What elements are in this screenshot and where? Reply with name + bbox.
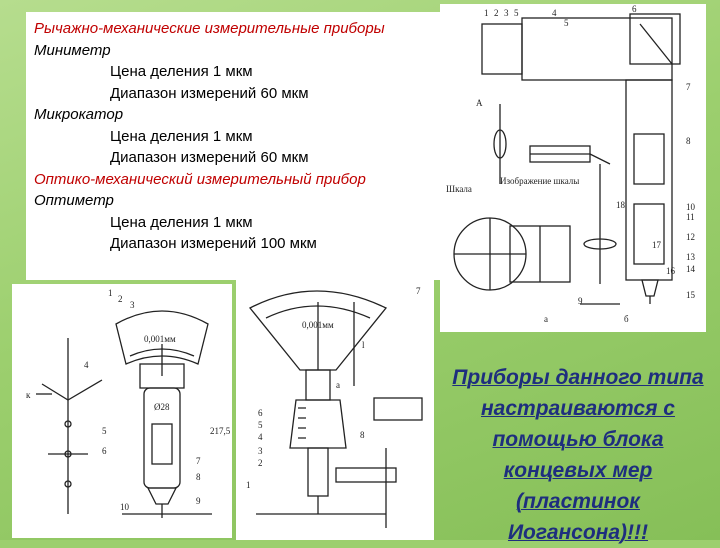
optimeter-callout-label: 13 (686, 252, 696, 262)
section-heading: Рычажно-механические измерительные прибо… (34, 20, 385, 37)
optimeter-callout-label: 11 (686, 212, 695, 222)
minimeter-callout-label: 3 (130, 300, 135, 310)
device-name: Оптиметр (34, 192, 114, 209)
spec-line: Диапазон измерений 100 мкм (110, 235, 317, 252)
microkator-callout-label: 0,001мм (302, 320, 334, 330)
microkator-callout-label: 6 (258, 408, 263, 418)
minimeter-callout-label: 7 (196, 456, 201, 466)
microkator-callout-label: l (362, 340, 365, 350)
optimeter-callout-label: 3 (504, 8, 509, 18)
microkator-callout-label: 7 (416, 286, 421, 296)
minimeter-callout-label: 1 (108, 288, 113, 298)
optimeter-callout-label: А (476, 98, 483, 108)
minimeter-callout-label: 217,5 (210, 426, 231, 436)
optimeter-callout-label: 5 (564, 18, 569, 28)
minimeter-callout-label: 2 (118, 294, 123, 304)
microkator-callout-label: 3 (258, 446, 263, 456)
section-heading: Оптико-механический измерительный прибор (34, 170, 366, 188)
spec-line: Цена деления 1 мкм (110, 127, 253, 145)
minimeter-callout-label: 5 (102, 426, 107, 436)
optimeter-callout-label: 7 (686, 82, 691, 92)
spec-line: Цена деления 1 мкм (110, 63, 253, 80)
optimeter-callout-label: Изображение шкалы (500, 176, 579, 186)
minimeter-callout-label: 8 (196, 472, 201, 482)
minimeter-callout-label: 4 (84, 360, 89, 370)
microkator-callout-label: 8 (360, 430, 365, 440)
optimeter-callout-label: 8 (686, 136, 691, 146)
optimeter-callout-label: 5 (514, 8, 519, 18)
minimeter-callout-label: Ø28 (154, 402, 170, 412)
spec-line: Цена деления 1 мкм (110, 213, 253, 231)
optimeter-callout-label: 4 (552, 8, 557, 18)
minimeter-callout-label: 0,001мм (144, 334, 176, 344)
optimeter-callout-label: 6 (632, 4, 637, 14)
microkator-callout-label: 2 (258, 458, 263, 468)
microkator-callout-label: 5 (258, 420, 263, 430)
minimeter-callout-label: 9 (196, 496, 201, 506)
minimeter-callout-label: 10 (120, 502, 130, 512)
optimeter-callout-label: Шкала (446, 184, 472, 194)
optimeter-callout-label: 10 (686, 202, 696, 212)
microkator-callout-label: 1 (246, 480, 251, 490)
spec-line: Диапазон измерений 60 мкм (110, 84, 309, 102)
optimeter-callout-label: 17 (652, 240, 662, 250)
optimeter-callout-label: 15 (686, 290, 696, 300)
optimeter-callout-label: 9 (578, 296, 583, 306)
microkator-callout-label: 4 (258, 432, 263, 442)
microkator-diagram: 1 2 3 4 5 6 7 8 0,001мм а l (236, 278, 434, 540)
microkator-drawing: 1 2 3 4 5 6 7 8 0,001мм а l (246, 286, 423, 528)
device-name: Миниметр (34, 41, 111, 59)
device-specs-text: Рычажно-механические измерительные прибо… (26, 12, 446, 280)
optimeter-callout-label: а (544, 314, 548, 324)
optimeter-callout-label: 16 (666, 266, 676, 276)
optimeter-callout-label: б (624, 314, 629, 324)
optimeter-callout-label: 12 (686, 232, 695, 242)
device-name: Микрокатор (34, 106, 124, 123)
minimeter-drawing: 123 4 5 6 7 8 9 10 Ø28 217,5 0,001мм к (26, 288, 231, 518)
microkator-callout-label: а (336, 380, 340, 390)
optimeter-callout-label: 2 (494, 8, 499, 18)
minimeter-callout-label: 6 (102, 446, 107, 456)
calibration-note: Приборы данного типа настраиваются с пом… (452, 366, 704, 544)
spec-line: Диапазон измерений 60 мкм (110, 149, 309, 166)
optimeter-callout-label: 18 (616, 200, 626, 210)
minimeter-callout-label: к (26, 390, 31, 400)
optimeter-callout-label: 14 (686, 264, 696, 274)
optimeter-callout-label: 1 (484, 8, 489, 18)
